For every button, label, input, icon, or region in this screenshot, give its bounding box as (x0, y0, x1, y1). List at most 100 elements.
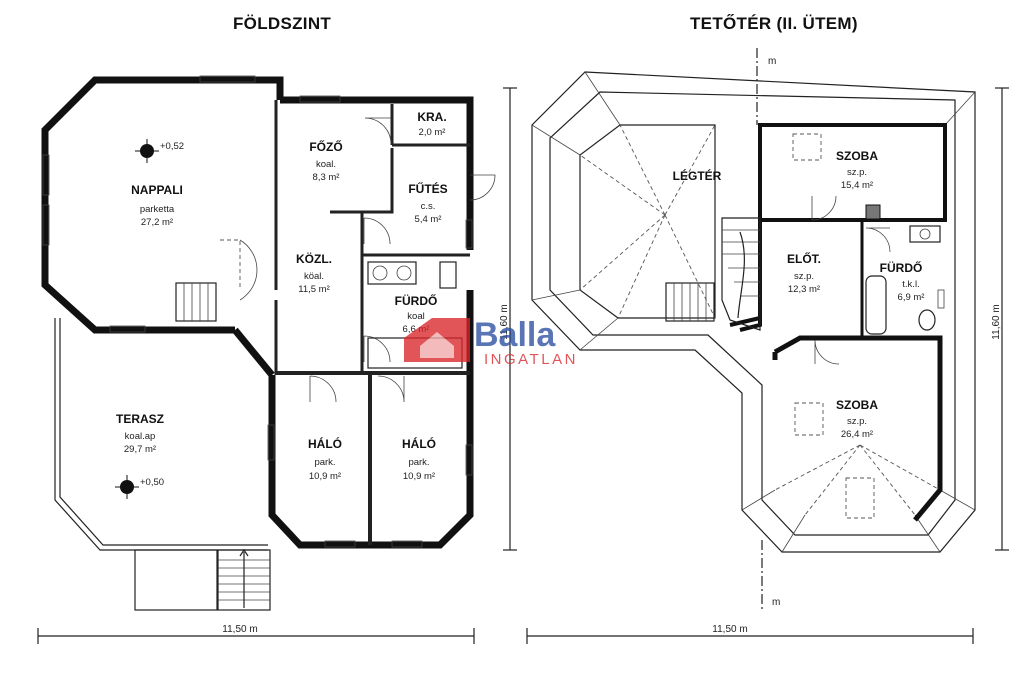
ground-height-dimension: 11,60 m (499, 87, 517, 551)
room-label-kozl: KÖZL. köal. 11,5 m² (296, 251, 332, 295)
skylight (792, 133, 822, 161)
room-material: köal. (304, 271, 324, 282)
room-label-szoba-large: SZOBA sz.p. 26,4 m² (836, 398, 878, 440)
legter-roof-hip (579, 124, 716, 319)
room-label-kra: KRA. 2,0 m² (417, 110, 446, 138)
room-area: 10,9 m² (403, 471, 435, 482)
room-name: FÜRDŐ (880, 260, 923, 275)
hip-lines (531, 71, 976, 553)
room-material: c.s. (421, 201, 436, 212)
room-name: SZOBA (836, 149, 878, 163)
chimney (865, 204, 881, 220)
room-label-terasz: TERASZ koal.ap 29,7 m² (116, 412, 164, 455)
level-value: +0,50 (140, 477, 164, 488)
attic-width-dimension: 11,50 m (526, 624, 974, 644)
room-name: FÜRDŐ (395, 293, 438, 308)
room-area: 15,4 m² (841, 180, 873, 191)
room-area: 11,5 m² (298, 284, 330, 295)
room-material: koal.ap (125, 431, 156, 442)
exterior-stairs (217, 548, 271, 611)
room-material: park. (408, 457, 429, 468)
room-material: koal (407, 311, 424, 322)
room-area: 29,7 m² (124, 444, 156, 455)
room-label-szoba-small: SZOBA sz.p. 15,4 m² (836, 149, 878, 191)
door-kra (364, 117, 392, 145)
szoba-ridge-dashes (774, 444, 941, 516)
room-area: 5,4 m² (415, 214, 442, 225)
terrace-step-block (134, 549, 218, 611)
house-logo-icon (404, 318, 470, 362)
door-halo-2 (377, 375, 405, 403)
room-area: 26,4 m² (841, 429, 873, 440)
dimension-value: 11,50 m (222, 624, 257, 635)
balla-ingatlan-watermark: Balla INGATLAN (404, 316, 578, 368)
watermark-subtitle: INGATLAN (484, 351, 578, 368)
room-name: LÉGTÉR (673, 168, 722, 183)
room-label-furdo-attic: FÜRDŐ t.k.l. 6,9 m² (880, 260, 925, 303)
toilet (918, 309, 936, 331)
door-halo-1 (309, 375, 337, 403)
room-name: KRA. (417, 110, 446, 124)
room-label-elot: ELŐT. sz.p. 12,3 m² (787, 251, 821, 295)
szoba-small-wall (758, 123, 947, 222)
door-szoba-small (811, 195, 837, 221)
door-living (239, 239, 258, 301)
room-material: parketta (140, 204, 175, 215)
door-furdo (363, 335, 391, 363)
room-area: 27,2 m² (141, 217, 173, 228)
roof-outline (531, 71, 976, 553)
windows (42, 75, 473, 548)
ground-floor-title: FÖLDSZINT (233, 14, 332, 33)
attic-stairs (665, 217, 761, 331)
dimension-value: 11,60 m (499, 304, 510, 339)
attic-plan: m m LÉGTÉR SZOBA sz.p. 15,4 m² ELŐT. sz.… (526, 48, 1009, 644)
room-name: HÁLÓ (402, 436, 436, 451)
room-label-halo-1: HÁLÓ park. 10,9 m² (308, 436, 342, 482)
room-label-halo-2: HÁLÓ park. 10,9 m² (402, 436, 436, 482)
room-area: 8,3 m² (313, 172, 340, 183)
watermark-brand: Balla (474, 316, 556, 354)
room-name: SZOBA (836, 398, 878, 412)
level-marker-living: +0,52 (135, 139, 184, 163)
room-name: HÁLÓ (308, 436, 342, 451)
room-material: t.k.l. (902, 279, 919, 290)
toilet (439, 261, 457, 289)
attic-height-dimension: 11,60 m (991, 87, 1009, 551)
terrace-outline (54, 318, 268, 551)
room-label-fozo: FŐZŐ koal. 8,3 m² (309, 139, 342, 183)
door-futes (363, 217, 391, 245)
skylight (794, 402, 824, 436)
room-label-legter: LÉGTÉR (673, 168, 722, 183)
room-name: KÖZL. (296, 251, 332, 266)
bathtub (865, 275, 887, 335)
room-area: 6,9 m² (898, 292, 925, 303)
room-name: ELŐT. (787, 251, 821, 266)
living-room-wall (41, 76, 284, 334)
section-mark: m (768, 56, 776, 67)
dimension-value: 11,60 m (991, 304, 1002, 339)
room-material: sz.p. (794, 271, 814, 282)
room-name: NAPPALI (131, 183, 183, 197)
room-label-nappali: NAPPALI parketta 27,2 m² (131, 183, 183, 228)
level-marker-terrace: +0,50 (115, 475, 164, 499)
room-label-futes: FŰTÉS c.s. 5,4 m² (408, 181, 447, 225)
room-material: sz.p. (847, 167, 867, 178)
section-line: m m (756, 48, 780, 610)
skylight (845, 477, 875, 519)
room-name: FŐZŐ (309, 139, 342, 154)
attic-title: TETŐTÉR (II. ÜTEM) (690, 14, 858, 33)
room-material: park. (314, 457, 335, 468)
room-area: 12,3 m² (788, 284, 820, 295)
door-szoba-large (814, 339, 840, 365)
level-value: +0,52 (160, 141, 184, 152)
interior-stairs (175, 282, 217, 322)
section-mark: m (772, 597, 780, 608)
ground-floor-plan: +0,52 +0,50 NAPPALI parketta 27,2 m² FŐZ… (37, 75, 517, 644)
dimension-value: 11,50 m (712, 624, 747, 635)
room-name: TERASZ (116, 412, 164, 426)
door-furdo-attic (865, 227, 891, 253)
legter-ridge-dashes (579, 124, 716, 319)
room-area: 10,9 m² (309, 471, 341, 482)
sink (909, 225, 941, 243)
